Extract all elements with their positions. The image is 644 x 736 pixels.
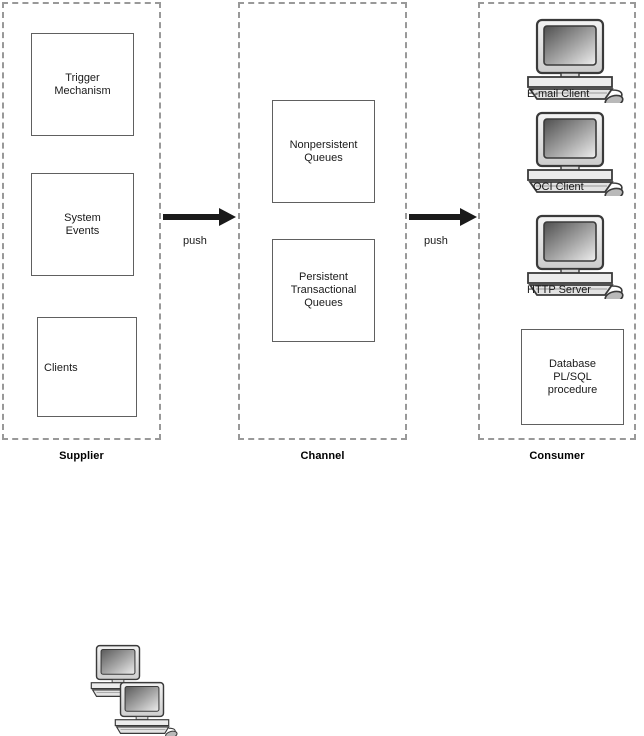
node-trigger-mechanism-label: Trigger Mechanism [54,71,111,97]
node-system-events: System Events [31,173,134,276]
arrow-channel-to-consumer [409,208,477,226]
lane-consumer [478,2,636,440]
node-database-plsql-procedure: Database PL/SQL procedure [521,329,624,425]
computer-icon [106,680,178,736]
node-clients: Clients [37,317,178,736]
lane-caption-channel: Channel [300,450,345,462]
computer-icon [515,110,625,196]
node-persistent-transactional-queues: Persistent Transactional Queues [272,239,375,342]
arrow-shaft [409,214,461,220]
lane-channel [238,2,407,440]
node-nonpersistent-queues-label: Nonpersistent Queues [289,138,358,164]
arrow-shaft [163,214,220,220]
lane-supplier [2,2,161,440]
lane-caption-consumer: Consumer [529,450,585,462]
arrow-head-icon [460,208,477,226]
device-label-email-client: E-mail Client [527,88,590,100]
arrow-head-icon [219,208,236,226]
lane-caption-supplier: Supplier [59,450,104,462]
node-persistent-transactional-queues-label: Persistent Transactional Queues [290,271,357,309]
node-system-events-label: System Events [64,211,101,237]
computer-icon [515,213,625,299]
device-label-http-server: HTTP Server [527,284,591,296]
node-nonpersistent-queues: Nonpersistent Queues [272,100,375,203]
computer-icon [515,17,625,103]
node-trigger-mechanism: Trigger Mechanism [31,33,134,136]
node-database-plsql-procedure-label: Database PL/SQL procedure [547,357,598,396]
arrow-supplier-to-channel-label: push [183,235,207,247]
node-clients-label: Clients [44,362,78,374]
device-label-oci-client: OCI Client [533,181,584,193]
arrow-supplier-to-channel [163,208,236,226]
arrow-channel-to-consumer-label: push [424,235,448,247]
